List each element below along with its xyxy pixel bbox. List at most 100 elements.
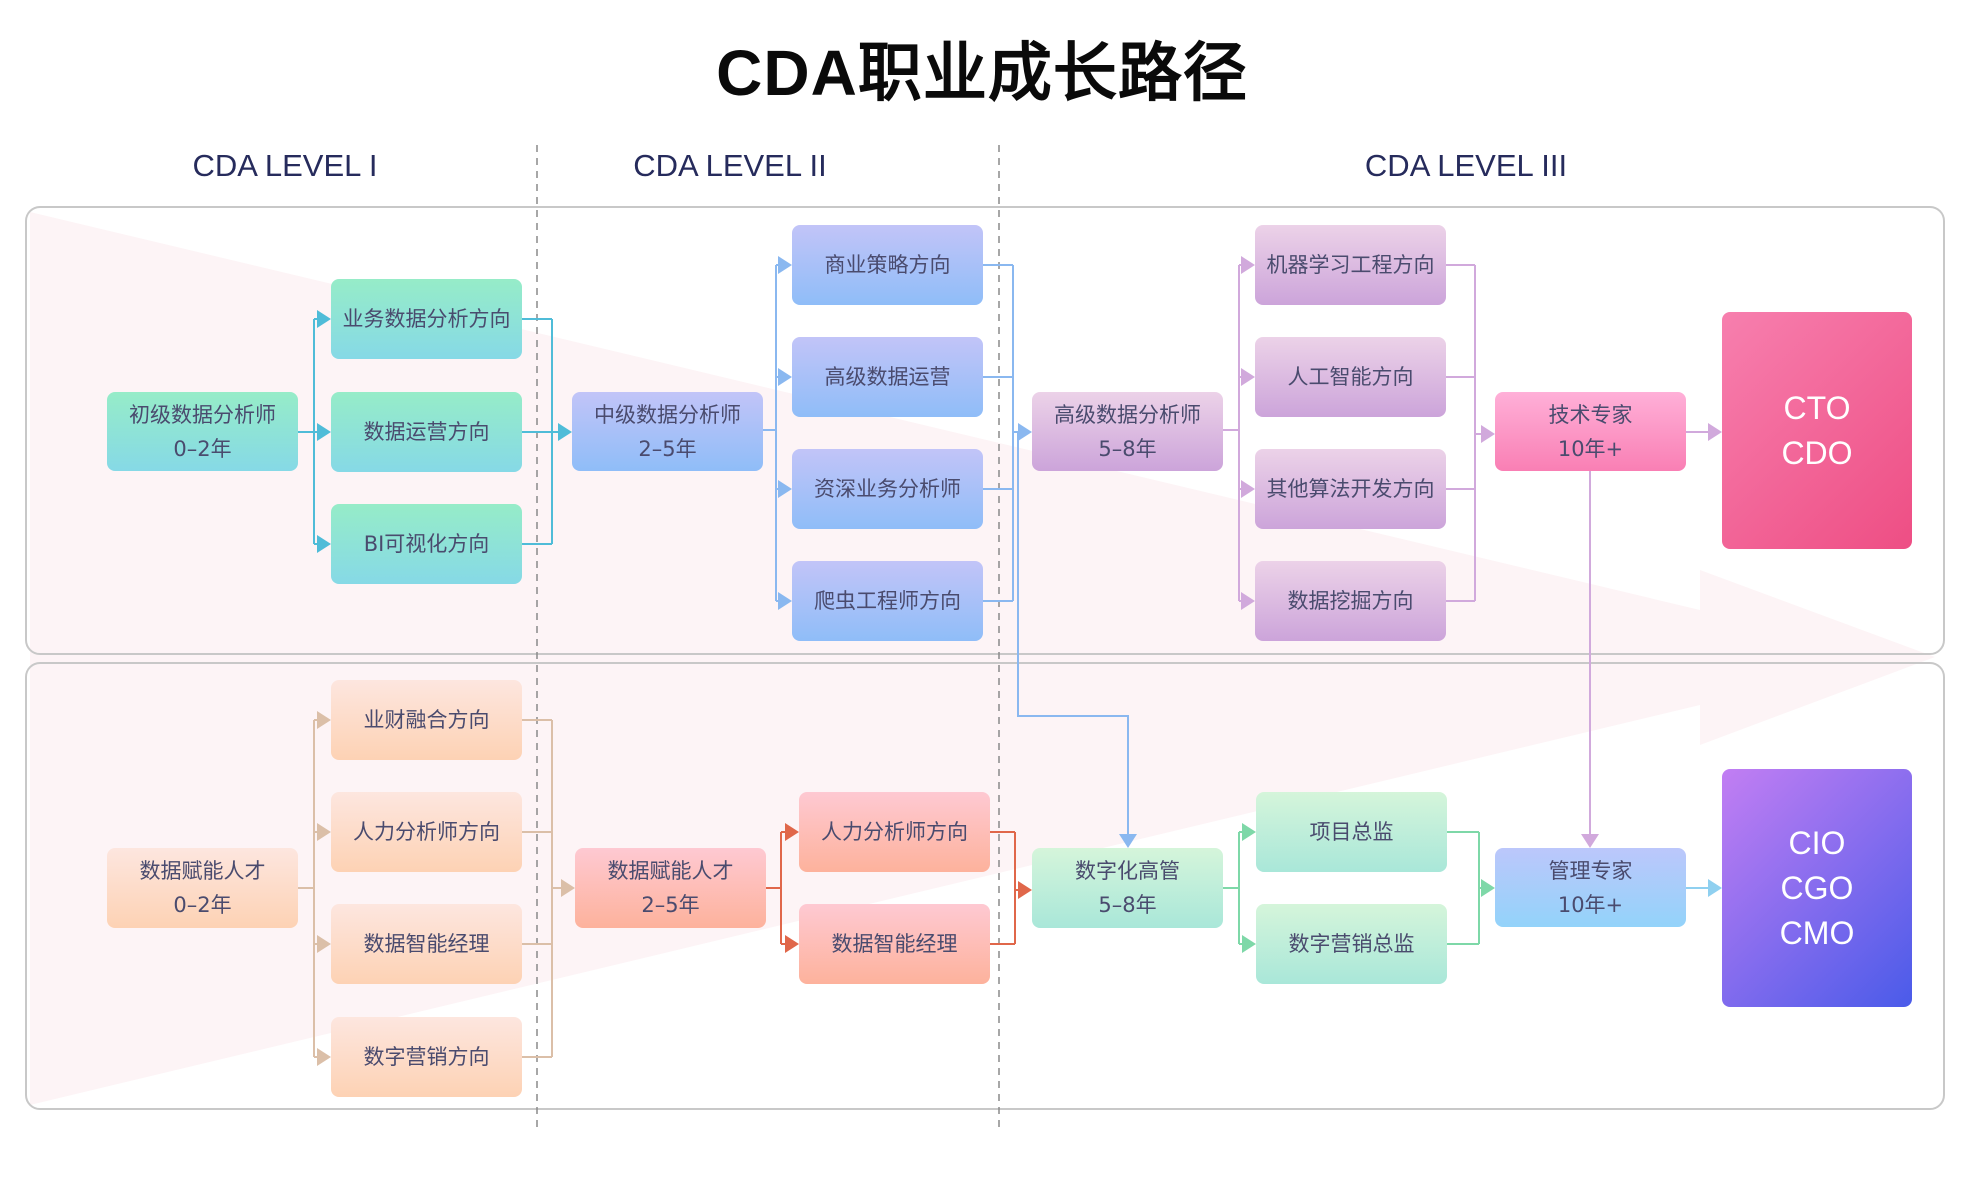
node-title: 数据赋能人才 bbox=[139, 859, 266, 883]
arrow-icon bbox=[778, 368, 792, 386]
node-title: 其他算法开发方向 bbox=[1266, 477, 1435, 501]
node-level2-direction[interactable]: 数据智能经理 bbox=[799, 904, 990, 984]
arrow-icon bbox=[778, 480, 792, 498]
arrow-icon bbox=[1481, 425, 1495, 443]
node-level3-direction[interactable]: 人工智能方向 bbox=[1255, 337, 1446, 417]
page-title: CDA职业成长路径 bbox=[716, 37, 1248, 109]
node-level2-direction[interactable]: 资深业务分析师 bbox=[792, 449, 983, 529]
node-title: CTO bbox=[1783, 389, 1851, 426]
arrow-icon bbox=[1018, 423, 1032, 441]
node-title: 数字化高管 bbox=[1075, 859, 1180, 883]
arrow-icon bbox=[1708, 423, 1722, 441]
node-data-empowered-mid[interactable]: 数据赋能人才 2–5年 bbox=[575, 848, 766, 928]
node-title: 数据智能经理 bbox=[831, 932, 958, 956]
arrow-icon bbox=[1708, 879, 1722, 897]
node-subtitle: 0–2年 bbox=[173, 893, 232, 917]
node-level3-direction[interactable]: 机器学习工程方向 bbox=[1255, 225, 1446, 305]
node-subtitle: 5–8年 bbox=[1098, 893, 1157, 917]
bottom-track-panel bbox=[25, 662, 1945, 1110]
arrow-icon bbox=[1241, 368, 1255, 386]
node-title: 技术专家 bbox=[1548, 402, 1633, 427]
node-digital-executive[interactable]: 数字化高管 5–8年 bbox=[1032, 848, 1223, 928]
node-subtitle: 10年+ bbox=[1557, 892, 1624, 917]
arrow-icon bbox=[785, 935, 799, 953]
node-title: 高级数据运营 bbox=[824, 365, 951, 389]
node-level2-direction[interactable]: 人力分析师方向 bbox=[799, 792, 990, 872]
node-title: 人力分析师方向 bbox=[821, 820, 968, 844]
arrow-down-icon bbox=[1581, 834, 1599, 848]
node-data-empowered-junior[interactable]: 数据赋能人才 0–2年 bbox=[107, 848, 298, 928]
node-level1-direction[interactable]: 人力分析师方向 bbox=[331, 792, 522, 872]
node-level1-direction[interactable]: 数据运营方向 bbox=[331, 392, 522, 472]
node-title: 业务数据分析方向 bbox=[342, 307, 511, 331]
node-level2-direction[interactable]: 爬虫工程师方向 bbox=[792, 561, 983, 641]
node-subtitle: 5–8年 bbox=[1098, 436, 1157, 461]
arrow-icon bbox=[1241, 256, 1255, 274]
node-level1-direction[interactable]: 业财融合方向 bbox=[331, 680, 522, 760]
node-subtitle: 0–2年 bbox=[173, 436, 232, 461]
level-1-header: CDA LEVEL I bbox=[192, 148, 378, 183]
node-level1-direction[interactable]: BI可视化方向 bbox=[331, 504, 522, 584]
node-title: 商业策略方向 bbox=[824, 253, 951, 277]
node-title: 爬虫工程师方向 bbox=[814, 589, 961, 613]
node-cto-cdo[interactable]: CTO CDO bbox=[1722, 312, 1912, 549]
node-subtitle: CDO bbox=[1781, 434, 1853, 471]
node-tech-expert[interactable]: 技术专家 10年+ bbox=[1495, 392, 1686, 471]
level-3-header: CDA LEVEL III bbox=[1364, 148, 1568, 183]
node-title: 机器学习工程方向 bbox=[1266, 253, 1435, 277]
connector-to-digital-exec bbox=[1017, 432, 1129, 836]
node-title: 初级数据分析师 bbox=[129, 402, 276, 427]
node-title: 人力分析师方向 bbox=[353, 820, 500, 844]
node-cio-cgo-cmo[interactable]: CIO CGO CMO bbox=[1722, 769, 1912, 1007]
node-level3-direction[interactable]: 数据挖掘方向 bbox=[1255, 561, 1446, 641]
node-title: 中级数据分析师 bbox=[594, 402, 741, 427]
node-level2-direction[interactable]: 商业策略方向 bbox=[792, 225, 983, 305]
level-2-header: CDA LEVEL II bbox=[633, 148, 827, 183]
arrow-icon bbox=[1018, 881, 1032, 899]
node-subtitle: CMO bbox=[1779, 914, 1855, 951]
arrow-icon bbox=[1242, 935, 1256, 953]
node-level3-direction[interactable]: 数字营销总监 bbox=[1256, 904, 1447, 984]
node-level2-direction[interactable]: 高级数据运营 bbox=[792, 337, 983, 417]
node-title: 数据赋能人才 bbox=[607, 859, 734, 883]
node-title: 数据运营方向 bbox=[363, 420, 490, 444]
node-title: CIO bbox=[1788, 824, 1846, 861]
node-level1-direction[interactable]: 数字营销方向 bbox=[331, 1017, 522, 1097]
arrow-icon bbox=[561, 879, 575, 897]
arrow-icon bbox=[317, 711, 331, 729]
node-title: 资深业务分析师 bbox=[814, 477, 961, 501]
arrow-icon bbox=[317, 1048, 331, 1066]
arrow-icon bbox=[317, 535, 331, 553]
node-level3-direction[interactable]: 项目总监 bbox=[1256, 792, 1447, 872]
node-level3-direction[interactable]: 其他算法开发方向 bbox=[1255, 449, 1446, 529]
arrow-icon bbox=[785, 823, 799, 841]
node-subtitle: 10年+ bbox=[1557, 436, 1624, 461]
arrow-icon bbox=[317, 423, 331, 441]
arrow-down-icon bbox=[1119, 834, 1137, 848]
arrow-icon bbox=[317, 935, 331, 953]
node-mid-analyst[interactable]: 中级数据分析师 2–5年 bbox=[572, 392, 763, 471]
node-level1-direction[interactable]: 数据智能经理 bbox=[331, 904, 522, 984]
node-title: 数据挖掘方向 bbox=[1287, 589, 1414, 613]
arrow-icon bbox=[1241, 592, 1255, 610]
node-subtitle: CGO bbox=[1780, 869, 1854, 906]
node-subtitle: 2–5年 bbox=[638, 436, 697, 461]
arrow-icon bbox=[317, 823, 331, 841]
arrow-icon bbox=[1242, 823, 1256, 841]
arrow-icon bbox=[1481, 879, 1495, 897]
node-junior-analyst[interactable]: 初级数据分析师 0–2年 bbox=[107, 392, 298, 471]
node-title: 业财融合方向 bbox=[363, 708, 490, 732]
arrow-icon bbox=[1241, 480, 1255, 498]
node-level1-direction[interactable]: 业务数据分析方向 bbox=[331, 279, 522, 359]
node-title: 项目总监 bbox=[1309, 820, 1394, 844]
arrow-icon bbox=[778, 256, 792, 274]
arrow-icon bbox=[317, 310, 331, 328]
node-title: BI可视化方向 bbox=[363, 532, 490, 556]
node-title: 数据智能经理 bbox=[363, 932, 490, 956]
arrow-icon bbox=[558, 423, 572, 441]
node-title: 数字营销方向 bbox=[363, 1045, 490, 1069]
node-subtitle: 2–5年 bbox=[641, 893, 700, 917]
